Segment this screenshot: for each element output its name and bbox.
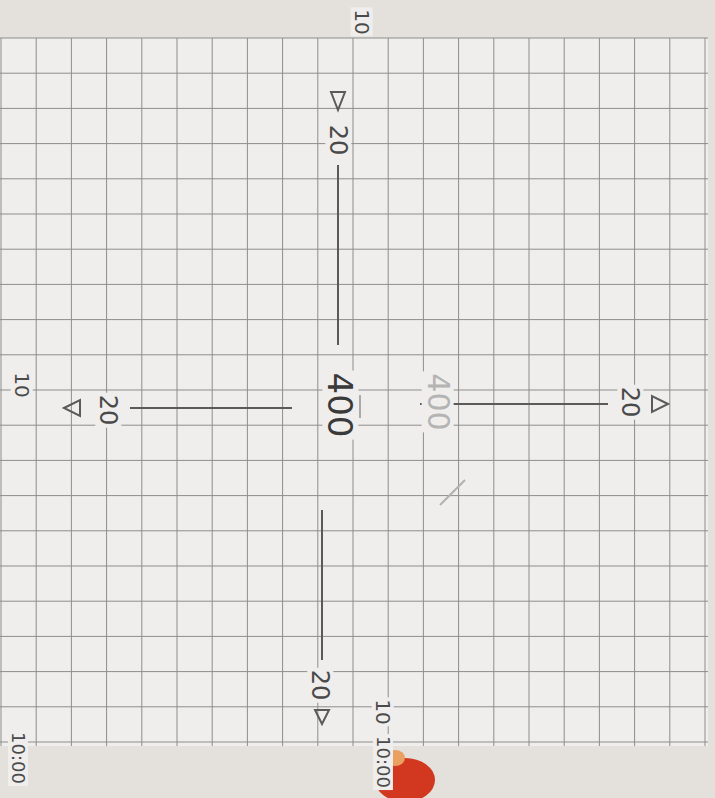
grid-line <box>0 354 708 355</box>
grid-line <box>0 284 708 285</box>
faint-mark <box>359 395 361 418</box>
grid-line <box>529 38 530 746</box>
handwritten-number: 20 <box>617 385 643 420</box>
handwritten-number: 20 <box>325 123 351 158</box>
handwritten-number: 10:00 <box>373 734 393 790</box>
grid-line <box>0 566 708 567</box>
handwritten-number: 10 <box>351 7 373 36</box>
grid-line <box>0 249 708 250</box>
grid-line <box>317 38 318 746</box>
grid-line <box>0 671 708 672</box>
grid-line <box>212 38 213 746</box>
handwritten-number: 10 <box>372 697 394 726</box>
faint-mark <box>440 480 465 505</box>
grid-line <box>564 38 565 746</box>
grid-line <box>0 742 708 743</box>
grid-line <box>0 706 708 707</box>
pencil-lines <box>64 92 668 724</box>
handwritten-number: 20 <box>307 668 333 703</box>
arrow-head <box>64 400 80 416</box>
grid-line <box>0 319 708 320</box>
grid-line <box>177 38 178 746</box>
grid-line <box>493 38 494 746</box>
grid-line <box>0 38 708 39</box>
grid-line <box>0 178 708 179</box>
handwritten-number: 10:00 <box>8 730 28 786</box>
arrow-head <box>331 92 345 110</box>
grid-line <box>0 73 708 74</box>
grid-line <box>71 38 72 746</box>
arrow-head <box>315 710 329 724</box>
grid-line <box>36 38 37 746</box>
pencil-line <box>321 510 323 660</box>
pencil-line <box>337 165 339 345</box>
handwritten-number: 20 <box>95 393 121 428</box>
grid-line <box>458 38 459 746</box>
handwritten-number: 10 <box>11 370 33 399</box>
grid-line <box>282 38 283 746</box>
grid-line <box>0 530 708 531</box>
grid-line <box>0 495 708 496</box>
grid-line <box>599 38 600 746</box>
grid-lines <box>0 38 708 746</box>
pencil-line <box>130 407 292 409</box>
grid-line <box>1 38 2 746</box>
grid-line <box>0 601 708 602</box>
handwritten-number: 400 <box>422 371 454 432</box>
grid-line <box>669 38 670 746</box>
grid-line <box>0 214 708 215</box>
grid-line <box>0 143 708 144</box>
grid-line <box>388 38 389 746</box>
grid-line <box>0 460 708 461</box>
paper-sheet <box>0 38 708 746</box>
grid-line <box>0 636 708 637</box>
grid-line <box>0 108 708 109</box>
grid-line <box>141 38 142 746</box>
grid-line <box>705 38 706 746</box>
grid-line <box>247 38 248 746</box>
handwritten-number: 400 <box>322 371 358 440</box>
arrow-head <box>652 396 668 412</box>
